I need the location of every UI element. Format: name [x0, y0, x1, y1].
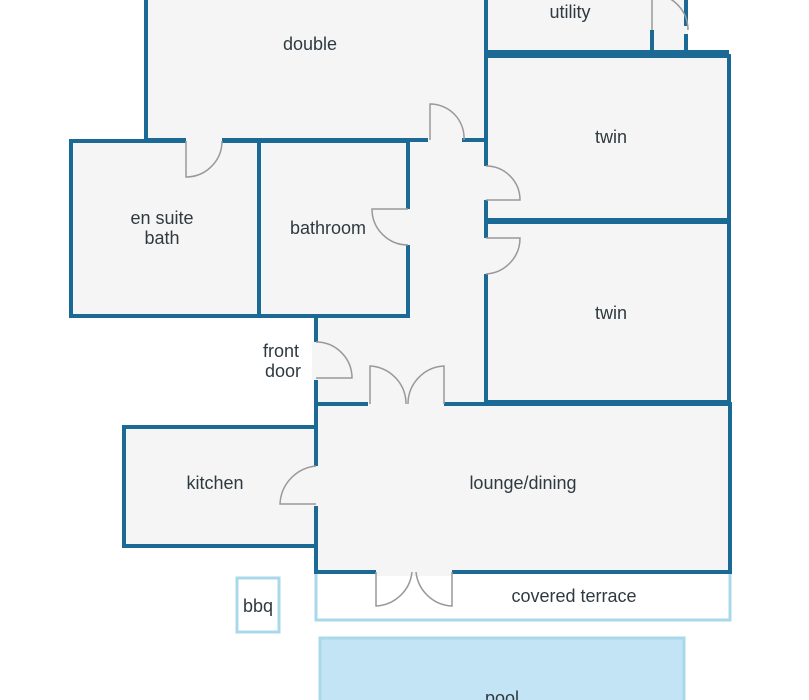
- label-twin-lower: twin: [595, 303, 627, 323]
- door-terrace-left: [375, 571, 413, 607]
- door-terrace-right: [415, 571, 453, 607]
- door-twin-lower: [485, 237, 521, 275]
- label-covered-terrace: covered terrace: [511, 586, 636, 606]
- label-twin-upper: twin: [595, 127, 627, 147]
- label-en-suite-line2: bath: [144, 228, 179, 248]
- label-front-door-line2: door: [265, 361, 301, 381]
- door-lounge-left: [369, 365, 407, 405]
- room-en-suite-bath: [69, 139, 261, 318]
- door-lounge-right: [407, 365, 445, 405]
- door-kitchen: [279, 465, 317, 505]
- room-twin-lower: [484, 220, 731, 404]
- door-bathroom: [371, 208, 409, 246]
- door-front: [315, 341, 353, 379]
- door-twin-upper: [485, 165, 521, 201]
- label-bbq: bbq: [243, 596, 273, 616]
- label-pool: pool: [485, 688, 519, 700]
- label-kitchen: kitchen: [186, 473, 243, 493]
- label-bathroom: bathroom: [290, 218, 366, 238]
- covered-terrace: [314, 570, 732, 622]
- bbq: [235, 576, 281, 634]
- door-utility: [651, 0, 689, 31]
- door-double-hall: [429, 103, 465, 141]
- door-en-suite: [185, 140, 223, 178]
- label-double: double: [283, 34, 337, 54]
- room-twin-upper: [484, 54, 731, 222]
- room-bathroom: [257, 139, 410, 318]
- label-utility: utility: [549, 2, 590, 22]
- room-lounge-dining: [314, 402, 732, 574]
- label-en-suite-line1: en suite: [130, 208, 193, 228]
- pool: [318, 636, 686, 700]
- label-front-door-line1: front: [263, 341, 299, 361]
- label-lounge-dining: lounge/dining: [469, 473, 576, 493]
- room-double: [144, 0, 488, 142]
